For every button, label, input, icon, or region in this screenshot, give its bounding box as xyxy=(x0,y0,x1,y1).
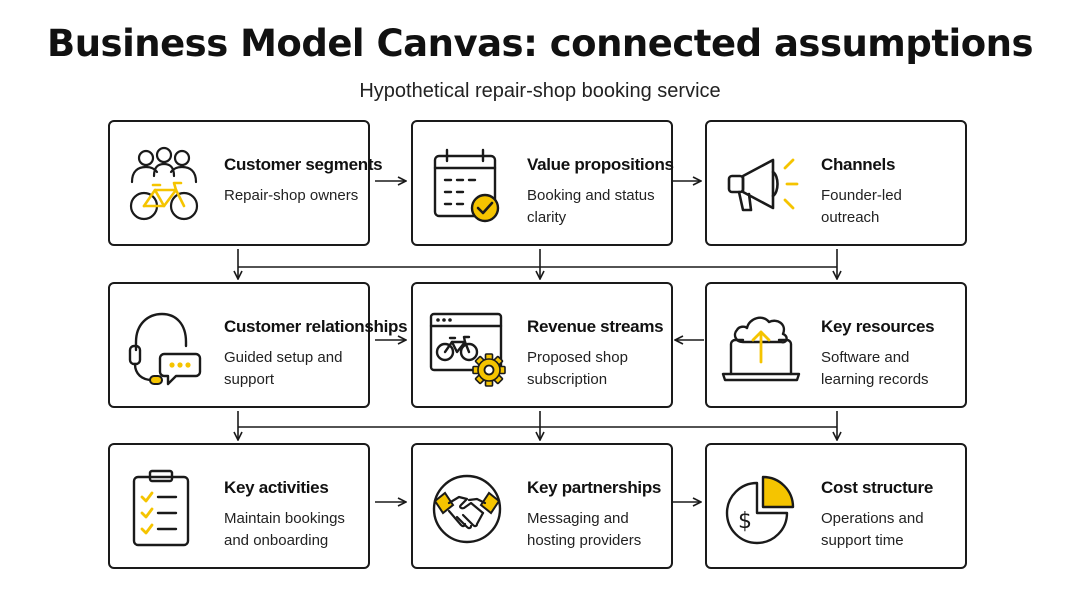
browser-bicycle-gear-icon xyxy=(429,312,506,387)
block-name: Key partnerships xyxy=(527,478,662,497)
block-description: Founder-led outreach xyxy=(821,187,902,226)
block-cost-structure: $ Cost structure Operations and support … xyxy=(705,443,967,569)
block-description: Messaging and hosting providers xyxy=(527,510,642,549)
block-name: Cost structure xyxy=(821,478,933,497)
headset-chat-icon xyxy=(128,312,202,386)
block-name: Key resources xyxy=(821,317,935,336)
block-name: Key activities xyxy=(224,478,329,497)
block-name: Channels xyxy=(821,155,896,174)
block-key-partnerships: Key partnerships Messaging and hosting p… xyxy=(411,443,673,569)
block-description: Guided setup and support xyxy=(224,349,343,388)
calendar-check-icon xyxy=(433,148,500,223)
block-channels: Channels Founder-led outreach xyxy=(705,120,967,246)
block-revenue-streams: Revenue streams Proposed shop subscripti… xyxy=(411,282,673,408)
block-key-resources: Key resources Software and learning reco… xyxy=(705,282,967,408)
block-description: Software and learning records xyxy=(821,349,929,388)
people-bicycle-icon xyxy=(129,146,199,221)
block-description: Proposed shop subscription xyxy=(527,349,628,388)
page-title: Business Model Canvas: connected assumpt… xyxy=(47,22,1034,65)
block-description: Maintain bookings and onboarding xyxy=(224,510,345,549)
laptop-cloud-upload-icon xyxy=(721,316,801,382)
svg-text:$: $ xyxy=(738,509,752,534)
dollar-pie-icon: $ xyxy=(725,475,795,545)
block-name: Revenue streams xyxy=(527,317,664,336)
block-name: Customer segments xyxy=(224,155,383,174)
block-description: Booking and status clarity xyxy=(527,187,655,226)
block-customer-relationships: Customer relationships Guided setup and … xyxy=(108,282,408,408)
megaphone-icon xyxy=(727,158,799,212)
block-name: Customer relationships xyxy=(224,317,408,336)
block-name: Value propositions xyxy=(527,155,674,174)
block-description: Repair-shop owners xyxy=(224,187,359,204)
block-key-activities: Key activities Maintain bookings and onb… xyxy=(108,443,370,569)
block-value-propositions: Value propositions Booking and status cl… xyxy=(411,120,674,246)
clipboard-checklist-icon xyxy=(132,469,190,547)
page-subtitle: Hypothetical repair-shop booking service xyxy=(359,80,721,102)
block-description: Operations and support time xyxy=(821,510,924,549)
handshake-icon xyxy=(432,474,502,544)
block-customer-segments: Customer segments Repair-shop owners xyxy=(108,120,383,246)
